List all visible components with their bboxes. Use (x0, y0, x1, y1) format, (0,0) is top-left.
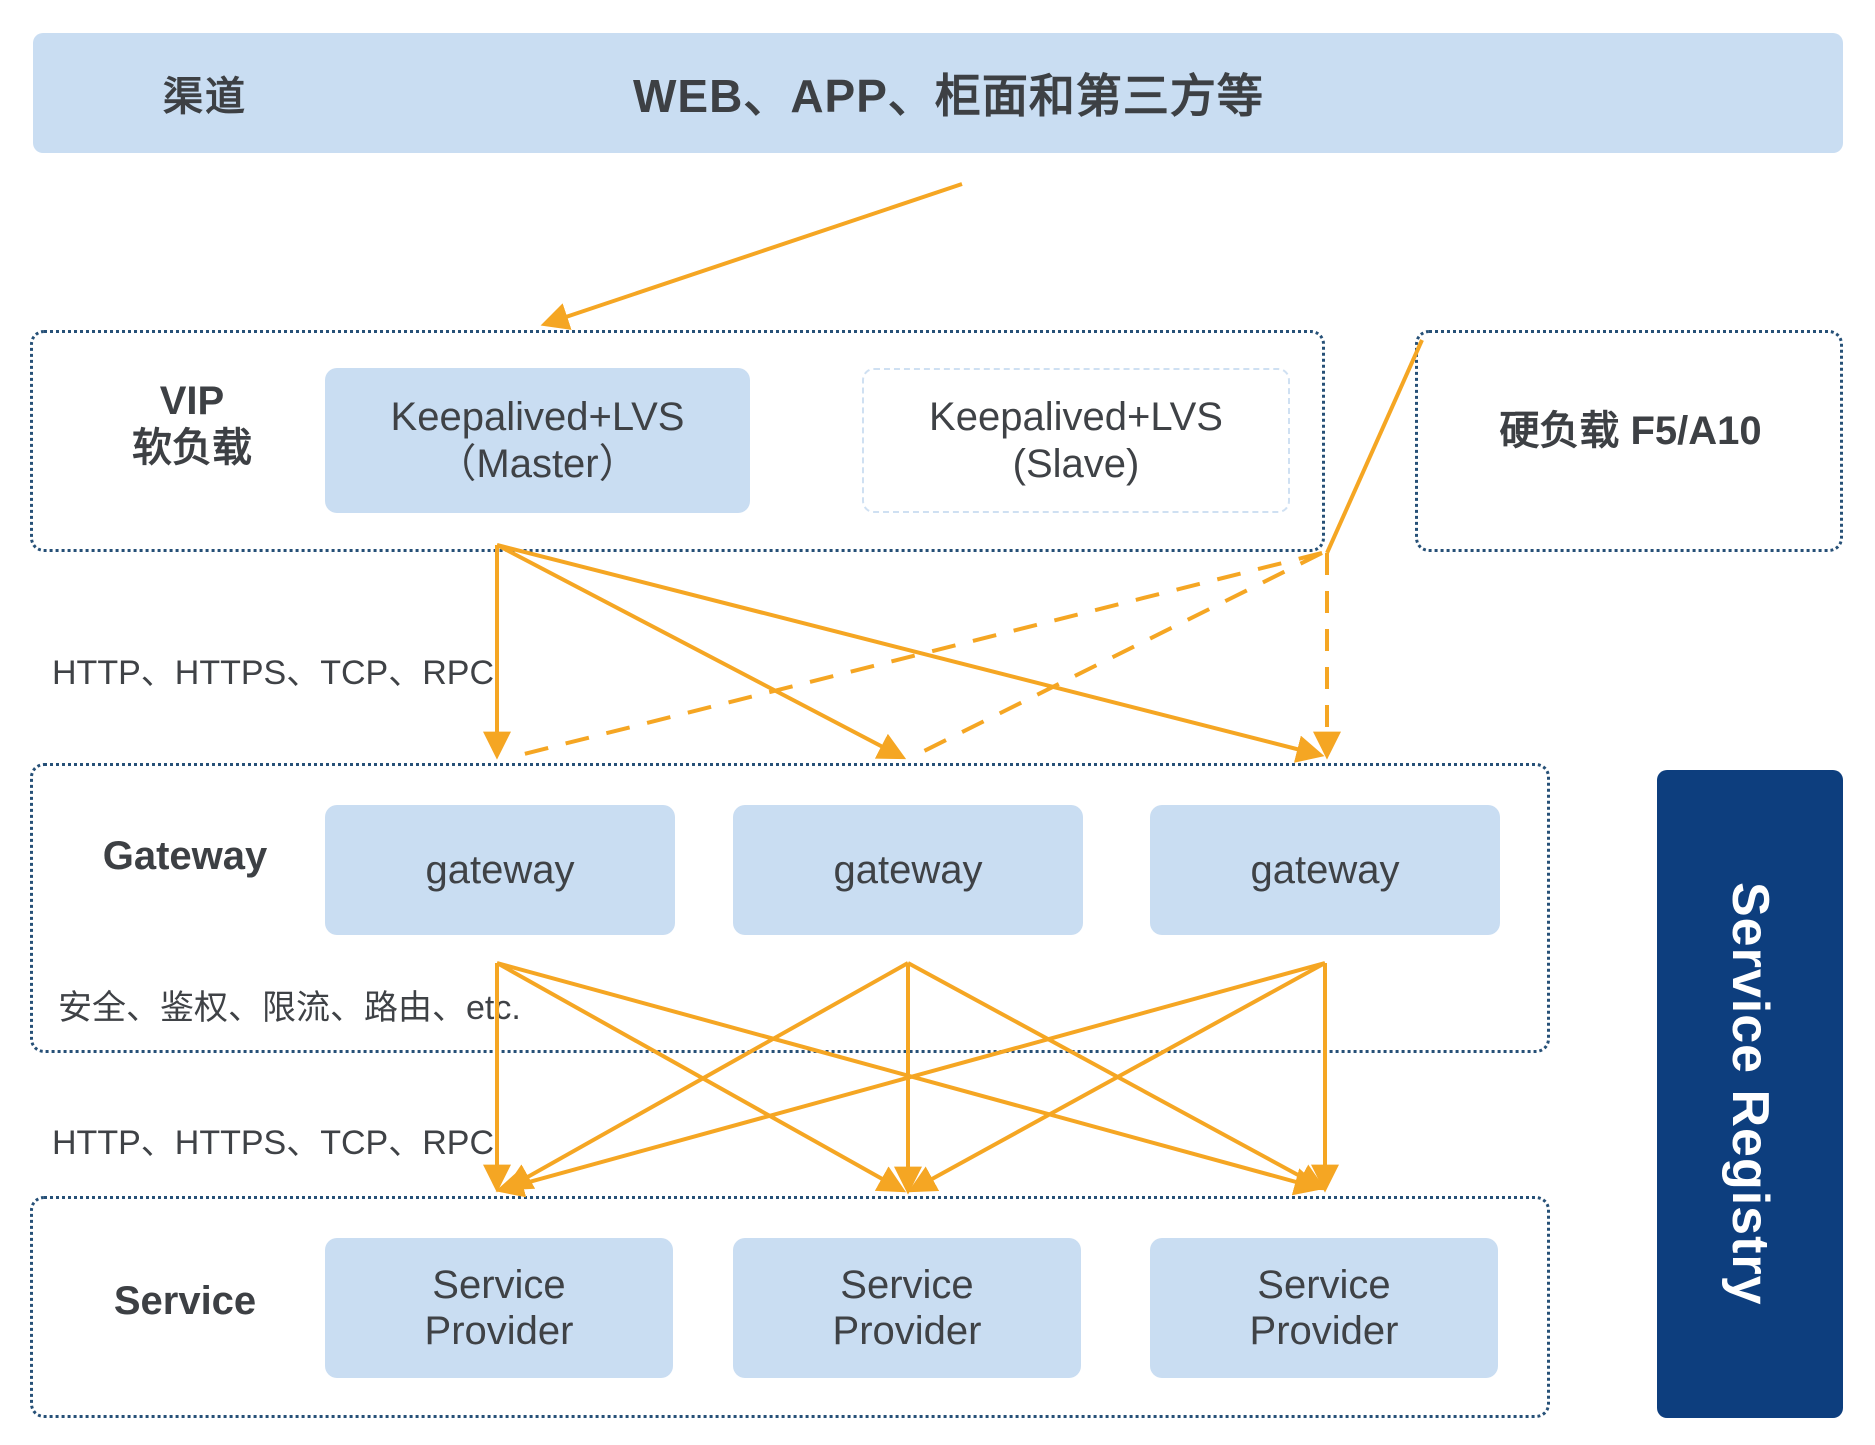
channel-label: 渠道 (163, 75, 247, 119)
vip-section-label: VIP 软负载 (132, 379, 252, 471)
arrow-channel-to-vip (540, 182, 963, 330)
node-lvs-slave[interactable]: Keepalived+LVS (Slave) (862, 368, 1290, 513)
gateway-section-label: Gateway (102, 834, 268, 878)
channel-title: WEB、APP、柜面和第三方等 (633, 70, 1264, 122)
caption-gateway-to-service-protocols: HTTP、HTTPS、TCP、RPC (52, 1124, 494, 1162)
arrow-hardware-lb-to-gateway (1313, 339, 1424, 760)
node-gateway-1[interactable]: gateway (325, 805, 675, 935)
hardware-lb-label: 硬负载 F5/A10 (1499, 409, 1762, 453)
caption-gateway-features: 安全、鉴权、限流、路由、etc. (58, 989, 521, 1027)
arrows-vip-master-to-gateways (483, 543, 1325, 763)
service-section-label: Service (113, 1279, 257, 1323)
channel-banner: 渠道 WEB、APP、柜面和第三方等 (33, 33, 1843, 153)
node-service-provider-1[interactable]: Service Provider (325, 1238, 673, 1378)
arrows-vip-slave-to-gateways (511, 551, 1323, 759)
service-registry-panel[interactable]: Service Registry (1657, 770, 1843, 1418)
caption-vip-to-gateway-protocols: HTTP、HTTPS、TCP、RPC (52, 654, 494, 692)
node-gateway-3[interactable]: gateway (1150, 805, 1500, 935)
node-gateway-2[interactable]: gateway (733, 805, 1083, 935)
node-service-provider-3[interactable]: Service Provider (1150, 1238, 1498, 1378)
service-section (30, 1196, 1550, 1418)
service-registry-label: Service Registry (1721, 882, 1779, 1306)
node-lvs-master[interactable]: Keepalived+LVS （Master） (325, 368, 750, 513)
node-service-provider-2[interactable]: Service Provider (733, 1238, 1081, 1378)
